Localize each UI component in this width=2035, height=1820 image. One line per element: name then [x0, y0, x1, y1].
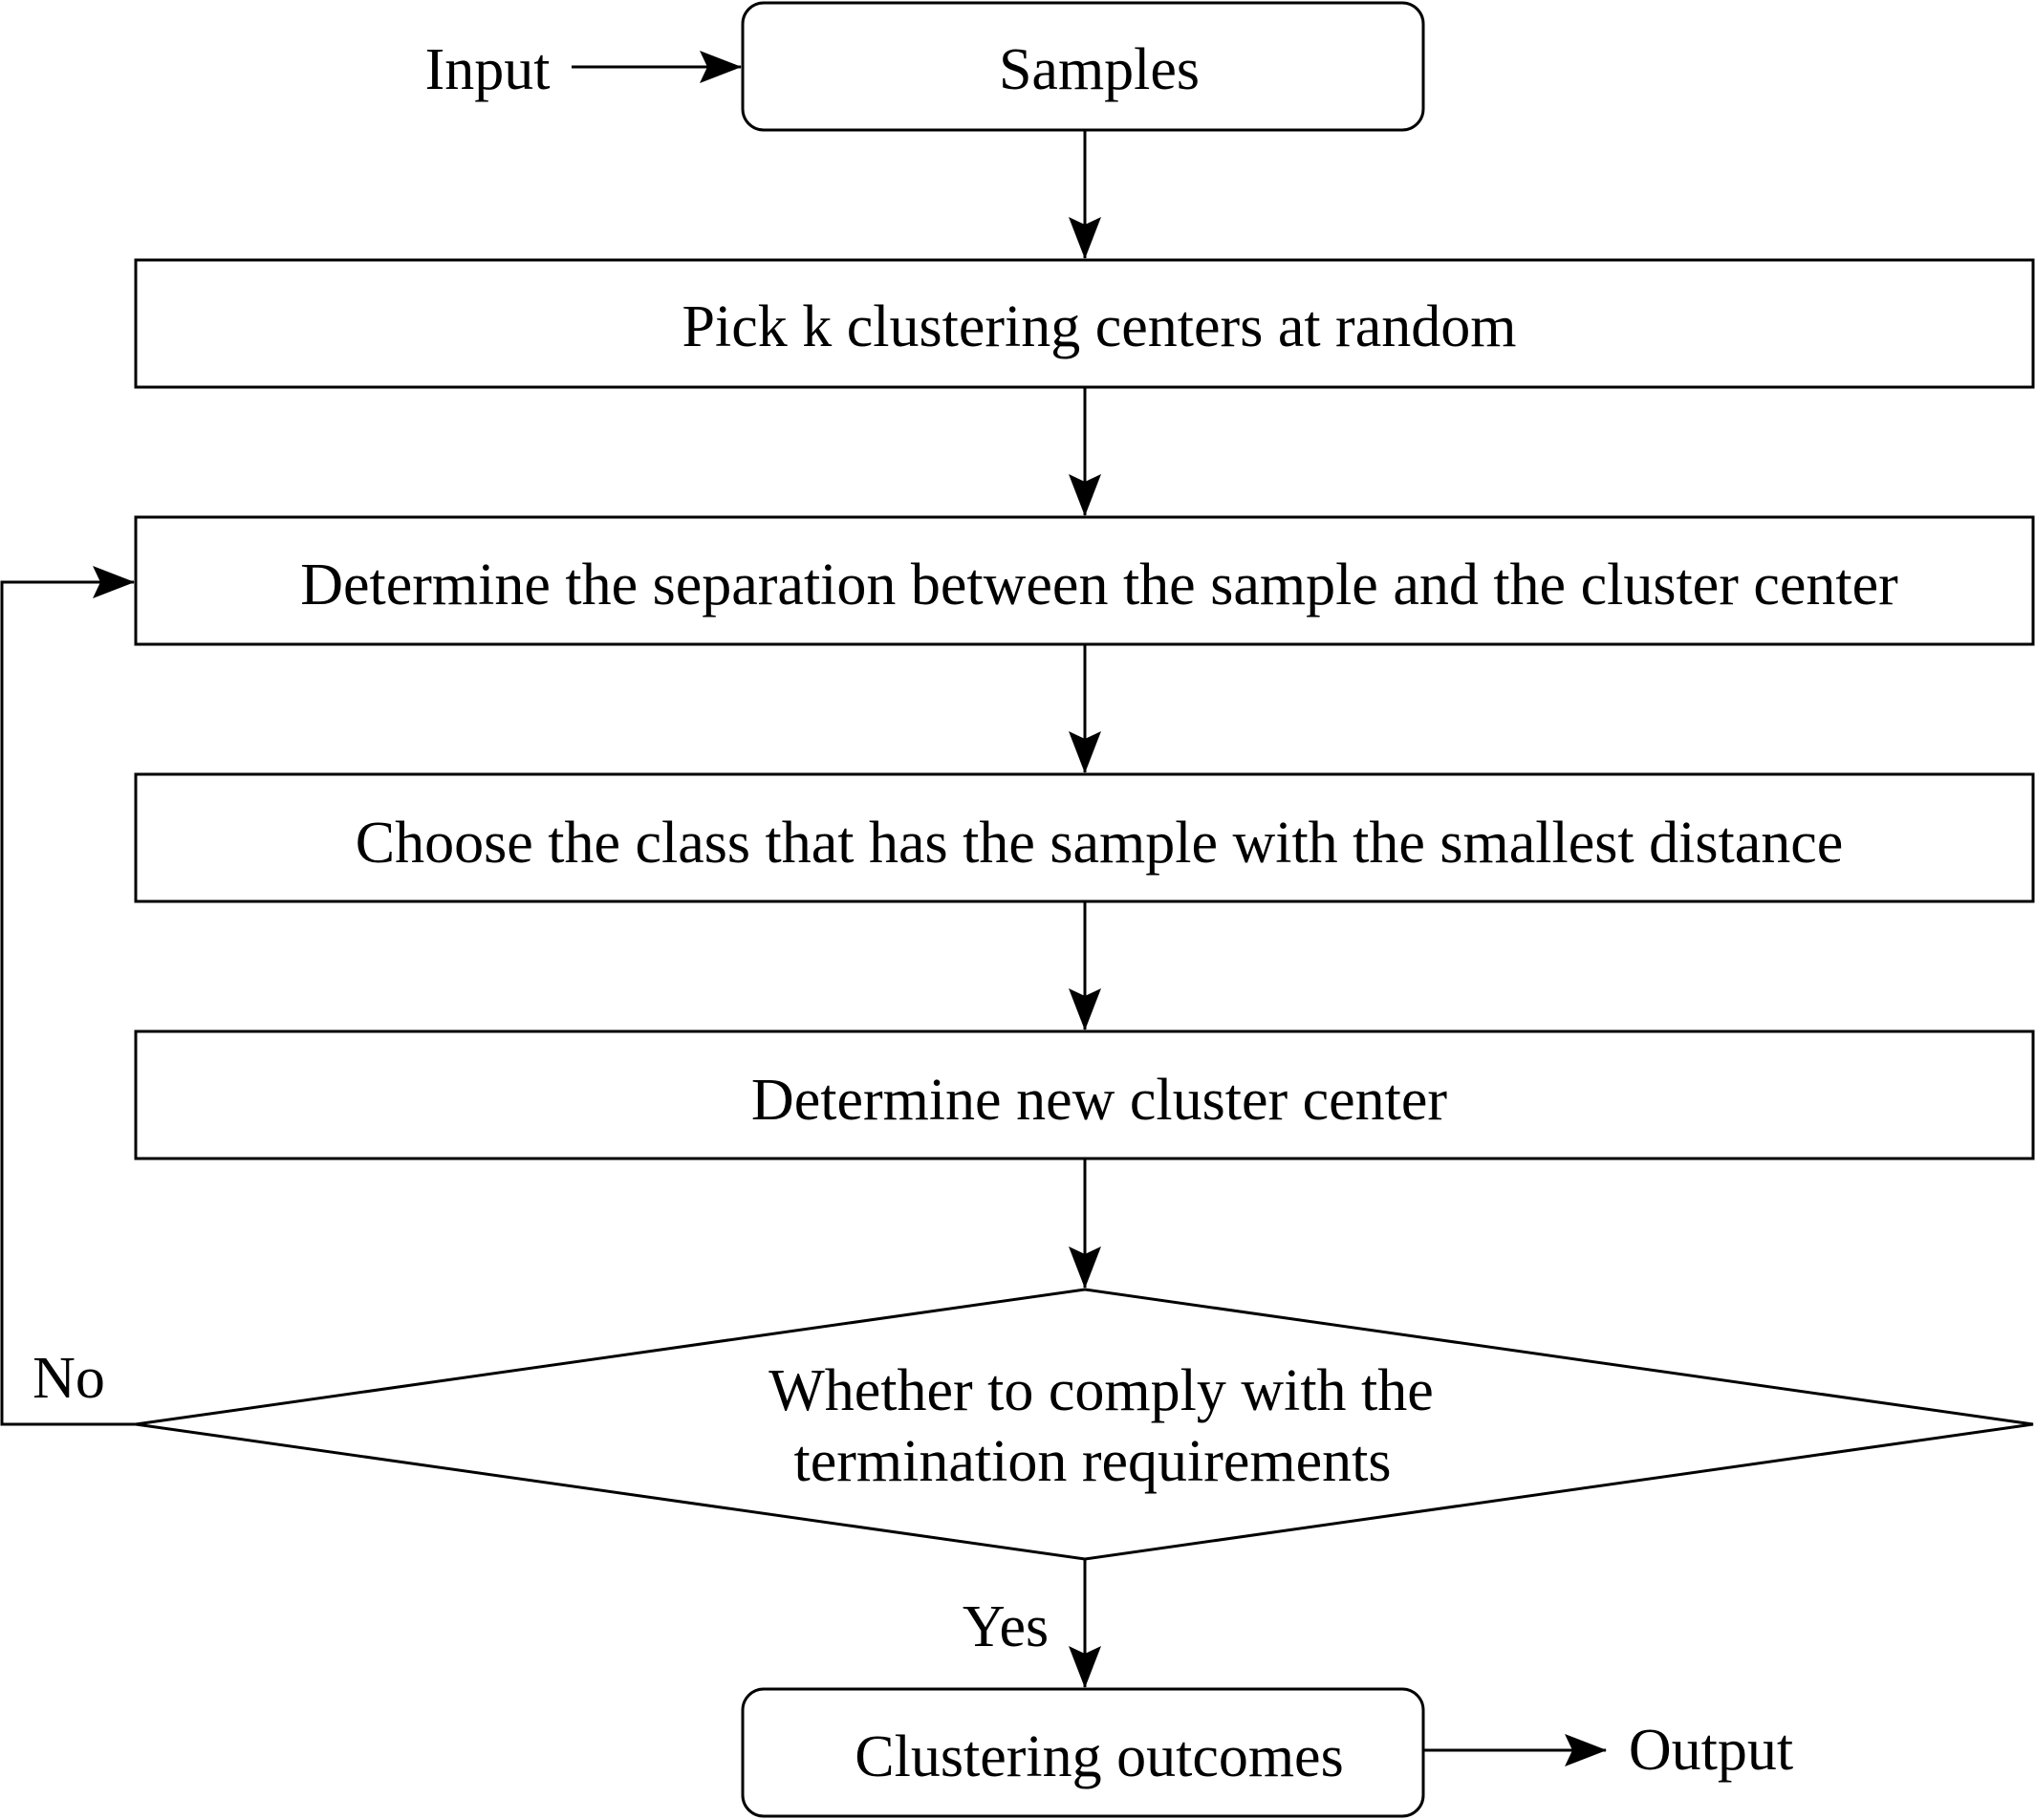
process-step-separation — [134, 515, 2035, 646]
no-label: No — [32, 1346, 105, 1411]
start-node-label: Samples — [999, 37, 1200, 102]
decision-diamond — [135, 1288, 2034, 1561]
decision-label-line2: termination requirements — [794, 1429, 1392, 1494]
end-node-clustering-outcomes — [741, 1687, 1425, 1818]
output-label: Output — [1629, 1718, 1793, 1783]
yes-label: Yes — [963, 1594, 1049, 1659]
process-step-choose-class-label: Choose the class that has the sample wit… — [356, 811, 1844, 876]
process-step-new-center — [134, 1029, 2035, 1160]
decision-label-line1: Whether to comply with the — [769, 1358, 1434, 1423]
process-step-choose-class — [134, 772, 2035, 903]
no-loop-arrow — [0, 566, 136, 1426]
process-step-separation-label: Determine the separation between the sam… — [300, 552, 1898, 618]
process-step-pick-centers-label: Pick k clustering centers at random — [682, 294, 1517, 359]
start-node-samples — [741, 1, 1425, 132]
process-step-pick-centers — [134, 258, 2035, 389]
input-label: Input — [425, 37, 551, 102]
end-node-label: Clustering outcomes — [855, 1724, 1343, 1789]
process-step-new-center-label: Determine new cluster center — [751, 1068, 1447, 1133]
